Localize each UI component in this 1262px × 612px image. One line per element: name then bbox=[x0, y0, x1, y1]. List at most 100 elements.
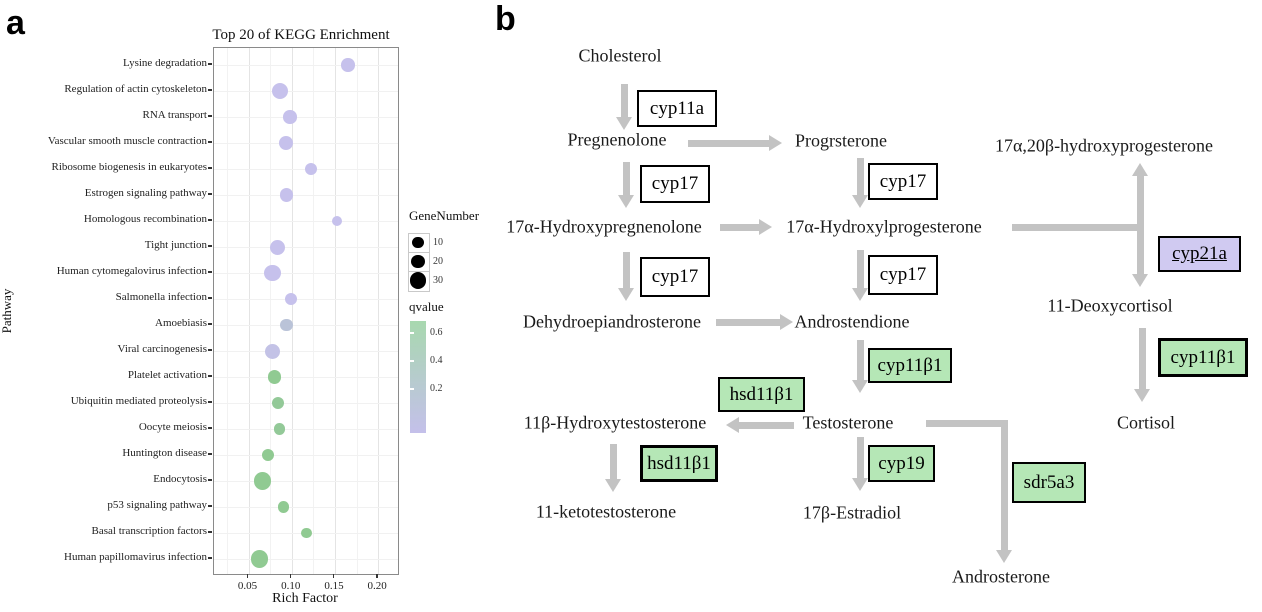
qvalue-tick-mark bbox=[410, 332, 414, 334]
pathway-arrow bbox=[618, 252, 634, 301]
arrow-head-down bbox=[616, 117, 632, 130]
metabolite-testosterone: Testosterone bbox=[802, 412, 894, 433]
pathway-arrow bbox=[1012, 219, 1143, 235]
pathway-arrow bbox=[616, 84, 632, 130]
x-tick-mark bbox=[332, 574, 335, 578]
arrow-head-down bbox=[618, 195, 634, 208]
chart-dot bbox=[253, 472, 271, 490]
y-tick-mark bbox=[208, 167, 212, 169]
y-tick-mark bbox=[208, 531, 212, 533]
gridline-vertical bbox=[226, 48, 228, 574]
chart-dot bbox=[274, 423, 286, 435]
pathway-arrow bbox=[1132, 163, 1148, 287]
y-tick-label: RNA transport bbox=[142, 109, 207, 121]
arrow-head-right bbox=[769, 135, 782, 151]
enzyme-box-cyp19: cyp19 bbox=[868, 445, 935, 482]
metabolite-pregnenolone: Pregnenolone bbox=[567, 129, 667, 150]
x-tick-mark bbox=[376, 574, 378, 578]
chart-dot bbox=[331, 215, 342, 227]
y-tick-mark bbox=[208, 63, 212, 65]
arrow-head-down bbox=[996, 550, 1012, 563]
arrow-head-down bbox=[852, 380, 868, 393]
gridline-horizontal bbox=[214, 559, 398, 560]
gridline-vertical bbox=[291, 48, 293, 574]
pathway-arrow bbox=[852, 340, 868, 393]
gridline-vertical bbox=[356, 48, 358, 574]
gridline-horizontal bbox=[214, 299, 398, 300]
arrow-shaft bbox=[1012, 223, 1143, 231]
pathway-arrow bbox=[852, 250, 868, 301]
y-tick-mark bbox=[208, 219, 212, 221]
y-tick-mark bbox=[208, 115, 212, 117]
chart-dot bbox=[267, 370, 281, 384]
y-tick-label: Huntington disease bbox=[122, 447, 207, 459]
pathway-arrow bbox=[926, 415, 1008, 431]
chart-dot bbox=[278, 135, 293, 151]
y-tick-mark bbox=[208, 401, 212, 403]
chart-dot bbox=[251, 550, 269, 568]
y-tick-mark bbox=[208, 323, 212, 325]
y-tick-mark bbox=[208, 427, 212, 429]
panel-a-label: a bbox=[6, 4, 25, 42]
gridline-horizontal bbox=[214, 481, 398, 482]
pathway-arrow bbox=[720, 219, 772, 235]
gridline-horizontal bbox=[214, 221, 398, 222]
pathway-arrow bbox=[852, 158, 868, 208]
arrow-shaft bbox=[856, 437, 864, 480]
enzyme-box-cyp111: cyp11β1 bbox=[1158, 338, 1248, 377]
enzyme-box-cyp17: cyp17 bbox=[868, 255, 938, 295]
chart-dot bbox=[262, 449, 275, 461]
gridline-horizontal bbox=[214, 377, 398, 378]
arrow-shaft bbox=[716, 318, 782, 326]
arrow-head-right bbox=[780, 314, 793, 330]
gridline-horizontal bbox=[214, 507, 398, 508]
arrow-shaft bbox=[1136, 174, 1144, 276]
y-axis-title: Pathway bbox=[0, 288, 14, 334]
y-tick-mark bbox=[208, 89, 212, 91]
gridline-horizontal bbox=[214, 429, 398, 430]
gridline-vertical bbox=[378, 48, 380, 574]
qvalue-tick-mark bbox=[410, 388, 414, 390]
metabolite-cortisol: Cortisol bbox=[1116, 412, 1176, 433]
pathway-arrow bbox=[618, 162, 634, 208]
legend-size-label: 30 bbox=[433, 275, 443, 286]
chart-dot bbox=[341, 58, 355, 72]
y-tick-label: Viral carcinogenesis bbox=[117, 343, 207, 355]
enzyme-box-cyp17: cyp17 bbox=[868, 163, 938, 200]
pathway-arrow bbox=[996, 420, 1012, 563]
metabolite-cholesterol: Cholesterol bbox=[578, 45, 662, 66]
arrow-shaft bbox=[688, 139, 771, 147]
legend-size-label: 10 bbox=[433, 237, 443, 248]
qvalue-tick-label: 0.2 bbox=[430, 383, 443, 394]
y-tick-mark bbox=[208, 245, 212, 247]
chart-dot bbox=[264, 264, 282, 282]
gridline-horizontal bbox=[214, 247, 398, 248]
pathway-arrow bbox=[688, 135, 782, 151]
metabolite-17a20b-hydroxyprogesterone: 17α,20β-hydroxyprogesterone bbox=[994, 135, 1214, 156]
arrow-head-right bbox=[759, 219, 772, 235]
chart-title: Top 20 of KEGG Enrichment bbox=[212, 27, 390, 43]
x-tick-mark bbox=[289, 574, 292, 578]
legend-size-title: GeneNumber bbox=[409, 208, 480, 223]
chart-dot bbox=[284, 292, 298, 306]
arrow-head-down bbox=[1132, 274, 1148, 287]
arrow-shaft bbox=[720, 223, 761, 231]
y-tick-label: Human cytomegalovirus infection bbox=[56, 265, 207, 277]
gridline-horizontal bbox=[214, 91, 398, 92]
gridline-vertical bbox=[313, 48, 315, 574]
arrow-shaft bbox=[737, 421, 794, 429]
gridline-horizontal bbox=[214, 117, 398, 118]
enzyme-box-hsd111: hsd11β1 bbox=[718, 377, 805, 412]
qvalue-gradient-bar bbox=[410, 321, 426, 433]
y-tick-label: Amoebiasis bbox=[155, 317, 207, 329]
gridline-horizontal bbox=[214, 403, 398, 404]
legend-size-dot bbox=[411, 254, 425, 269]
y-tick-mark bbox=[208, 141, 212, 143]
y-tick-mark bbox=[208, 349, 212, 351]
metabolite-11-ketotestosterone: 11-ketotestosterone bbox=[535, 501, 677, 522]
x-axis-title: Rich Factor bbox=[272, 591, 338, 606]
arrow-shaft bbox=[856, 340, 864, 382]
gridline-horizontal bbox=[214, 195, 398, 196]
y-tick-mark bbox=[208, 375, 212, 377]
